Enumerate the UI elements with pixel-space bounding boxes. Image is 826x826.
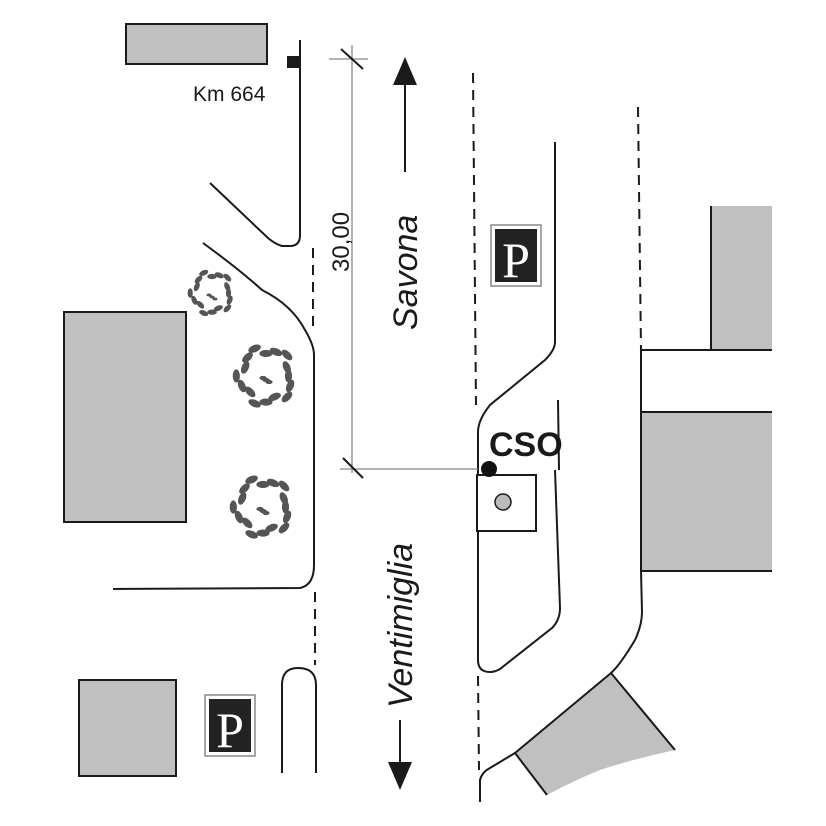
lane-dash-center-upper xyxy=(472,72,477,406)
building-right-lower xyxy=(641,412,772,571)
building-right-upper xyxy=(711,206,772,350)
sensor-icon xyxy=(494,493,512,511)
tree-icon xyxy=(187,269,233,317)
arrow-south-icon xyxy=(388,720,412,790)
building-bottom-left xyxy=(78,679,177,777)
tree-icon xyxy=(232,344,295,408)
building-top-left xyxy=(125,23,268,65)
station-label: CSO xyxy=(489,426,563,464)
building-right-lower-edge xyxy=(640,411,772,572)
curb-west-upper xyxy=(209,40,301,247)
dimension-line xyxy=(329,45,478,479)
lane-dash-center-lower xyxy=(477,675,480,771)
curb-east xyxy=(479,570,644,802)
parking-icon: P xyxy=(490,224,542,288)
building-bottom-right xyxy=(515,673,675,795)
km-marker xyxy=(287,56,301,68)
lane-dash-east xyxy=(637,106,642,351)
parking-icon: P xyxy=(204,694,256,758)
km-marker-label: Km 664 xyxy=(193,83,266,106)
island-east-edge xyxy=(557,399,560,471)
direction-north-label: Savona xyxy=(387,215,425,330)
direction-south-label: Ventimiglia xyxy=(382,543,420,708)
svg-text:P: P xyxy=(216,702,244,758)
arrow-north-icon xyxy=(393,57,417,172)
curb-west-mid xyxy=(112,242,315,590)
right-side-street-edge xyxy=(640,349,772,412)
svg-text:P: P xyxy=(502,232,530,288)
station-dot-icon xyxy=(481,461,497,477)
tree-icon xyxy=(229,475,292,539)
central-island xyxy=(477,142,562,674)
building-left xyxy=(63,311,187,523)
distance-label: 30,00 xyxy=(328,212,355,272)
island-bottom-left xyxy=(281,666,317,773)
building-bottom-right-edge xyxy=(513,671,676,796)
